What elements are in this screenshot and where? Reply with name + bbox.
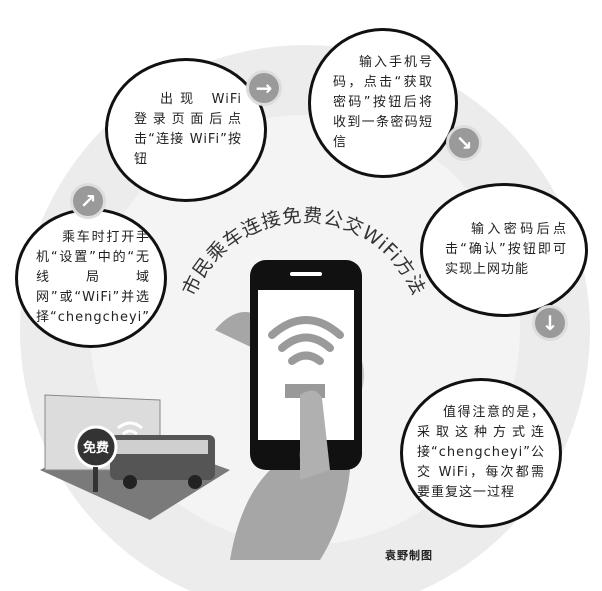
step-1-bubble: 乘车时打开手机“设置”中的“无线局域网”或“WiFi”并选择“chengchey… bbox=[15, 208, 167, 348]
arrow-down-right-icon: ↘ bbox=[446, 125, 482, 161]
arrow-right-icon: → bbox=[246, 70, 282, 106]
arrow-down-icon: ↓ bbox=[532, 305, 568, 341]
step-2-bubble: 出现 WiFi 登录页面后点击“连接 WiFi”按钮 bbox=[105, 58, 267, 202]
step-4-bubble: 输入密码后点击“确认”按钮即可实现上网功能 bbox=[420, 183, 588, 317]
step-2-text: 出现 WiFi 登录页面后点击“连接 WiFi”按钮 bbox=[134, 92, 242, 167]
arrow-up-right-icon: ↗ bbox=[70, 183, 106, 219]
finger-icon bbox=[300, 390, 330, 480]
bus-icon bbox=[40, 394, 230, 520]
step-3-text: 输入手机号码，点击“获取密码”按钮后将收到一条密码短信 bbox=[333, 55, 433, 150]
step-3-bubble: 输入手机号码，点击“获取密码”按钮后将收到一条密码短信 bbox=[308, 28, 458, 178]
step-4-text: 输入密码后点击“确认”按钮即可实现上网功能 bbox=[445, 222, 567, 277]
credit: 袁野制图 bbox=[385, 549, 433, 562]
step-5-bubble: 值得注意的是，采取这种方式连接“chengcheyi”公交 WiFi，每次都需要… bbox=[400, 378, 562, 528]
free-sign-label: 免费 bbox=[83, 440, 109, 456]
step-1-text: 乘车时打开手机“设置”中的“无线局域网”或“WiFi”并选择“chengchey… bbox=[35, 230, 151, 325]
wifi-icon bbox=[268, 316, 344, 365]
step-5-text: 值得注意的是，采取这种方式连接“chengcheyi”公交 WiFi，每次都需要… bbox=[416, 405, 546, 500]
